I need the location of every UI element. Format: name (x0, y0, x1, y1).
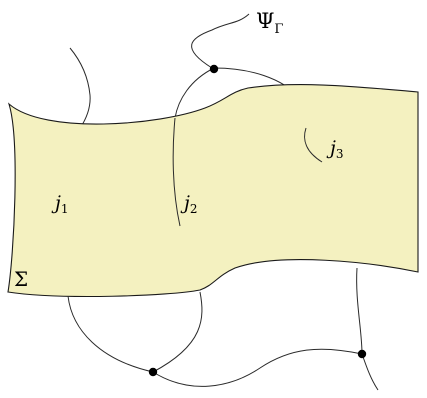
j3-lower-curve (356, 267, 363, 355)
bottom-vertex (148, 367, 158, 377)
j3-label: j3 (326, 137, 344, 161)
sigma-label: Σ (14, 267, 28, 291)
j1-symbol: j (51, 192, 61, 214)
j2-upper-curve (174, 67, 215, 119)
bottom-vertex-link-curve (152, 348, 363, 387)
j1-label: j1 (51, 192, 69, 216)
right-vertex (357, 349, 367, 359)
j2-symbol: j (180, 192, 190, 214)
j1-lower-curve (67, 295, 154, 373)
sigma-surface (7, 84, 419, 298)
j1-subscript: 1 (61, 202, 69, 216)
j2-label: j2 (180, 192, 198, 216)
j2-front-curve (172, 117, 181, 227)
psi-link-curve (191, 13, 250, 69)
top-vertex (209, 64, 219, 74)
psi-subscript: Γ (274, 22, 283, 37)
j3-symbol: j (326, 137, 336, 159)
j2-subscript: 2 (190, 202, 198, 216)
psi-symbol: Ψ (256, 9, 274, 33)
j3-subscript: 3 (336, 147, 344, 161)
j2-lower-curve (152, 291, 203, 373)
right-tail-curve (361, 353, 379, 391)
j3-front-curve (304, 127, 323, 163)
foreground-curves (172, 117, 323, 227)
psi-gamma-label: ΨΓ (256, 9, 283, 37)
